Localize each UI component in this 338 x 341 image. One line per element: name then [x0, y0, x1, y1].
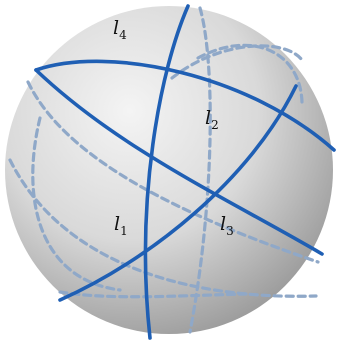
label-l1: l1	[114, 213, 128, 238]
label-l3: l3	[220, 213, 234, 238]
visible-arcs	[34, 4, 336, 340]
back-arc-top	[170, 44, 304, 80]
l1-front-arc	[143, 4, 190, 340]
back-arc-lower	[58, 290, 248, 299]
l2-back-arc	[8, 158, 318, 298]
sphere	[5, 6, 333, 334]
l4-front-arc	[34, 59, 336, 152]
l3-back-arc-2	[31, 116, 122, 292]
l3-front-arc	[58, 84, 298, 302]
hidden-arcs	[8, 6, 320, 334]
l4-back-arc	[26, 80, 320, 264]
l3-back-arc	[196, 43, 304, 104]
label-l4: l4	[113, 17, 127, 42]
l1-back-arc	[188, 6, 212, 334]
l2-front-arc	[34, 68, 324, 256]
label-l2: l2	[205, 107, 219, 132]
